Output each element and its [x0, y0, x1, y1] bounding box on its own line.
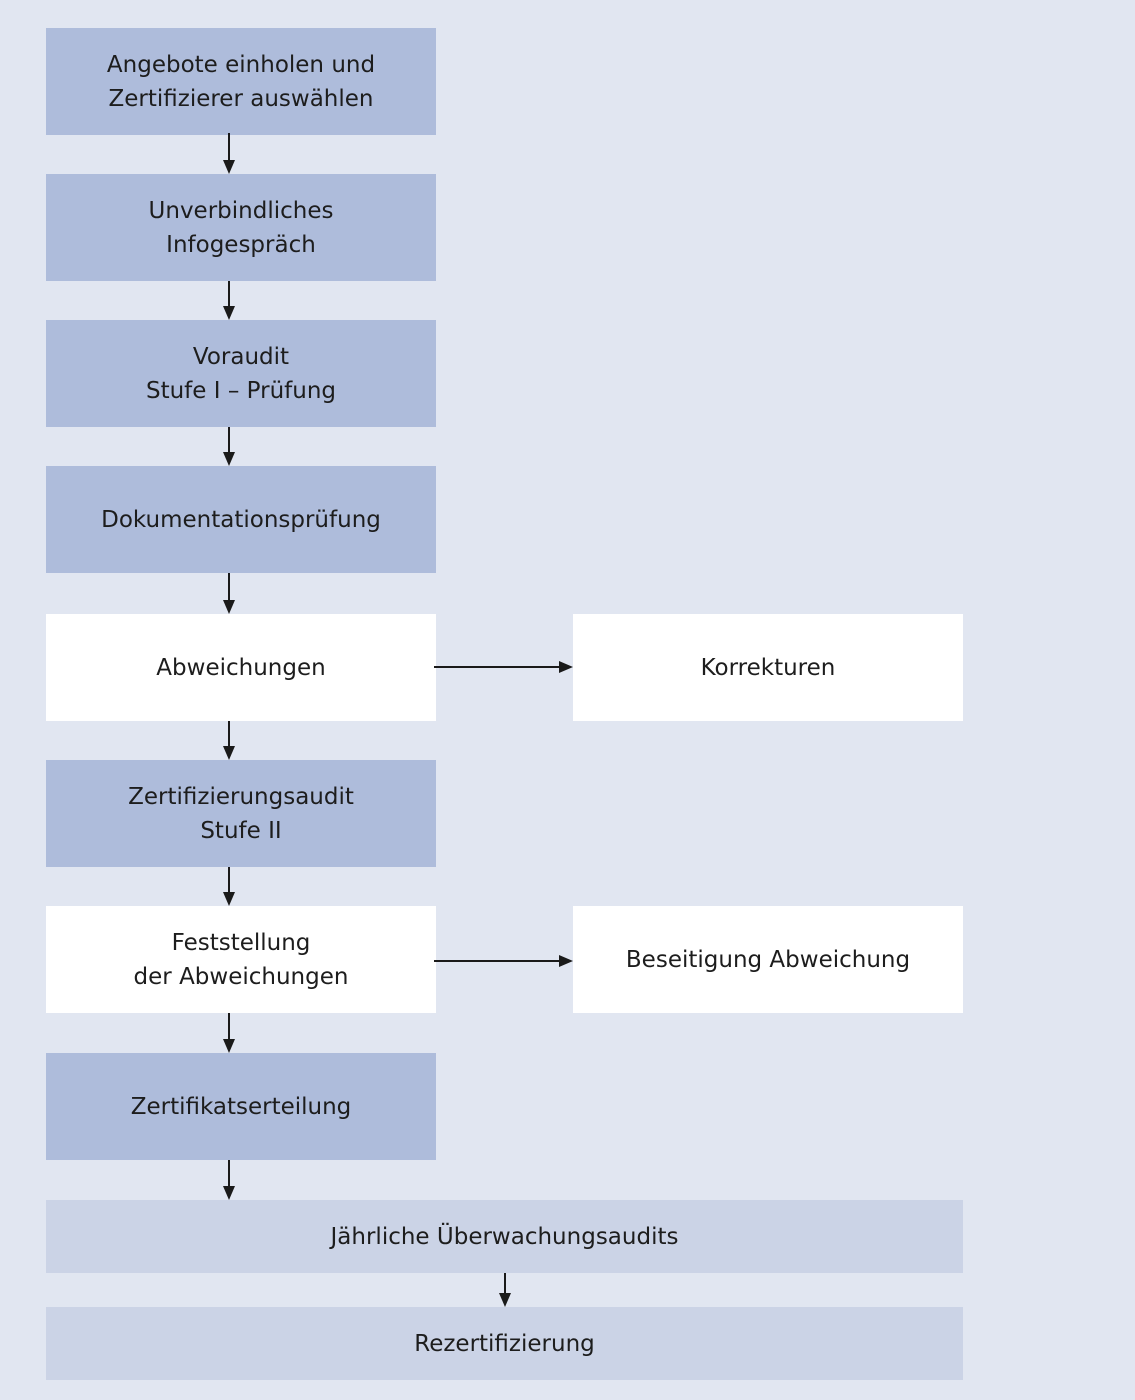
step-zertifizierungsaudit: Zertifizierungsaudit Stufe II [46, 760, 436, 867]
arrow-zertifikatserteilung-to-ueberwachung [223, 1160, 235, 1200]
arrow-infogespraech-to-voraudit [223, 281, 235, 320]
arrow-zertifizierungsaudit-to-feststellung [223, 867, 235, 906]
arrow-abweichungen-to-korrekturen [434, 661, 573, 673]
arrow-feststellung-to-zertifikatserteilung [223, 1013, 235, 1053]
step-ueberwachungsaudits: Jährliche Überwachungsaudits [46, 1200, 963, 1273]
step-zertifikatserteilung: Zertifikatserteilung [46, 1053, 436, 1160]
step-abweichungen: Abweichungen [46, 614, 436, 721]
step-dokumentationspruefung: Dokumentationsprüfung [46, 466, 436, 573]
step-voraudit: Voraudit Stufe I – Prüfung [46, 320, 436, 427]
step-rezertifizierung: Rezertifizierung [46, 1307, 963, 1380]
arrow-feststellung-to-beseitigung [434, 955, 573, 967]
arrow-angebote-to-infogespraech [223, 133, 235, 174]
step-feststellung-abweichungen: Feststellung der Abweichungen [46, 906, 436, 1013]
step-korrekturen: Korrekturen [573, 614, 963, 721]
step-beseitigung-abweichung: Beseitigung Abweichung [573, 906, 963, 1013]
arrow-dokumentation-to-abweichungen [223, 573, 235, 614]
step-angebote-einholen: Angebote einholen und Zertifizierer ausw… [46, 28, 436, 135]
arrow-abweichungen-to-zertifizierungsaudit [223, 721, 235, 760]
arrow-voraudit-to-dokumentation [223, 427, 235, 466]
arrow-ueberwachung-to-rezertifizierung [499, 1273, 511, 1307]
step-infogespraech: Unverbindliches Infogespräch [46, 174, 436, 281]
